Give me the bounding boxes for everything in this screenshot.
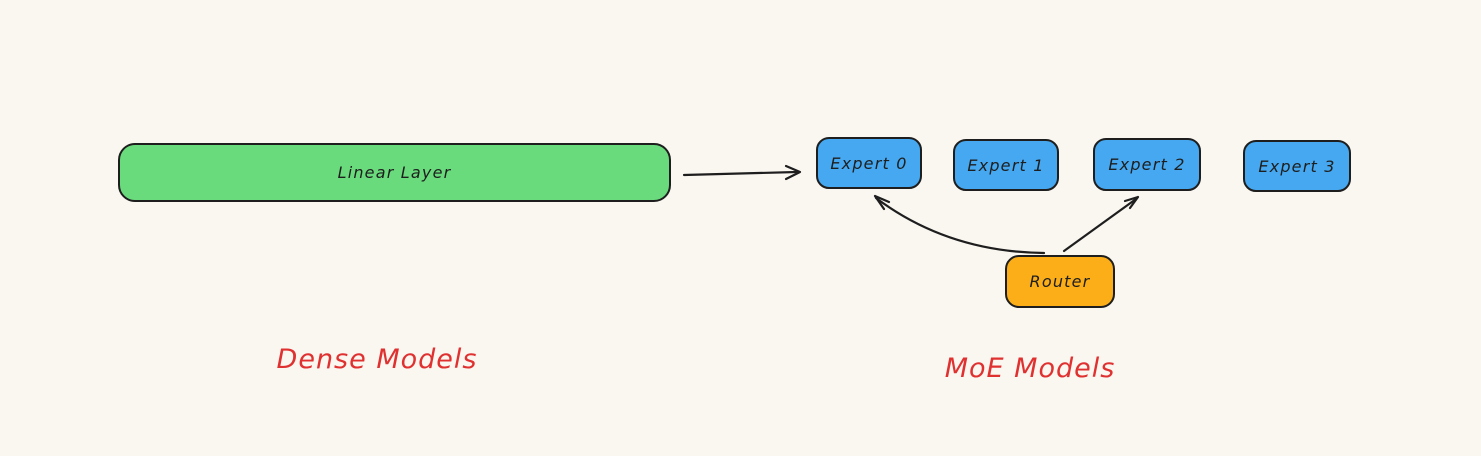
- router-node: Router: [1005, 255, 1115, 308]
- expert-1-node: Expert 1: [953, 139, 1059, 191]
- router-to-expert2-arrow: [1062, 195, 1140, 253]
- router-to-expert0-arrow: [873, 194, 1046, 255]
- expert-3-node: Expert 3: [1243, 140, 1351, 192]
- moe-models-caption: MoE Models: [944, 353, 1116, 384]
- linear-layer-node: Linear Layer: [118, 143, 671, 202]
- expert-2-node: Expert 2: [1093, 138, 1201, 191]
- dense-to-expert-arrow: [682, 164, 802, 181]
- dense-models-caption: Dense Models: [276, 344, 478, 375]
- expert-0-node: Expert 0: [816, 137, 922, 189]
